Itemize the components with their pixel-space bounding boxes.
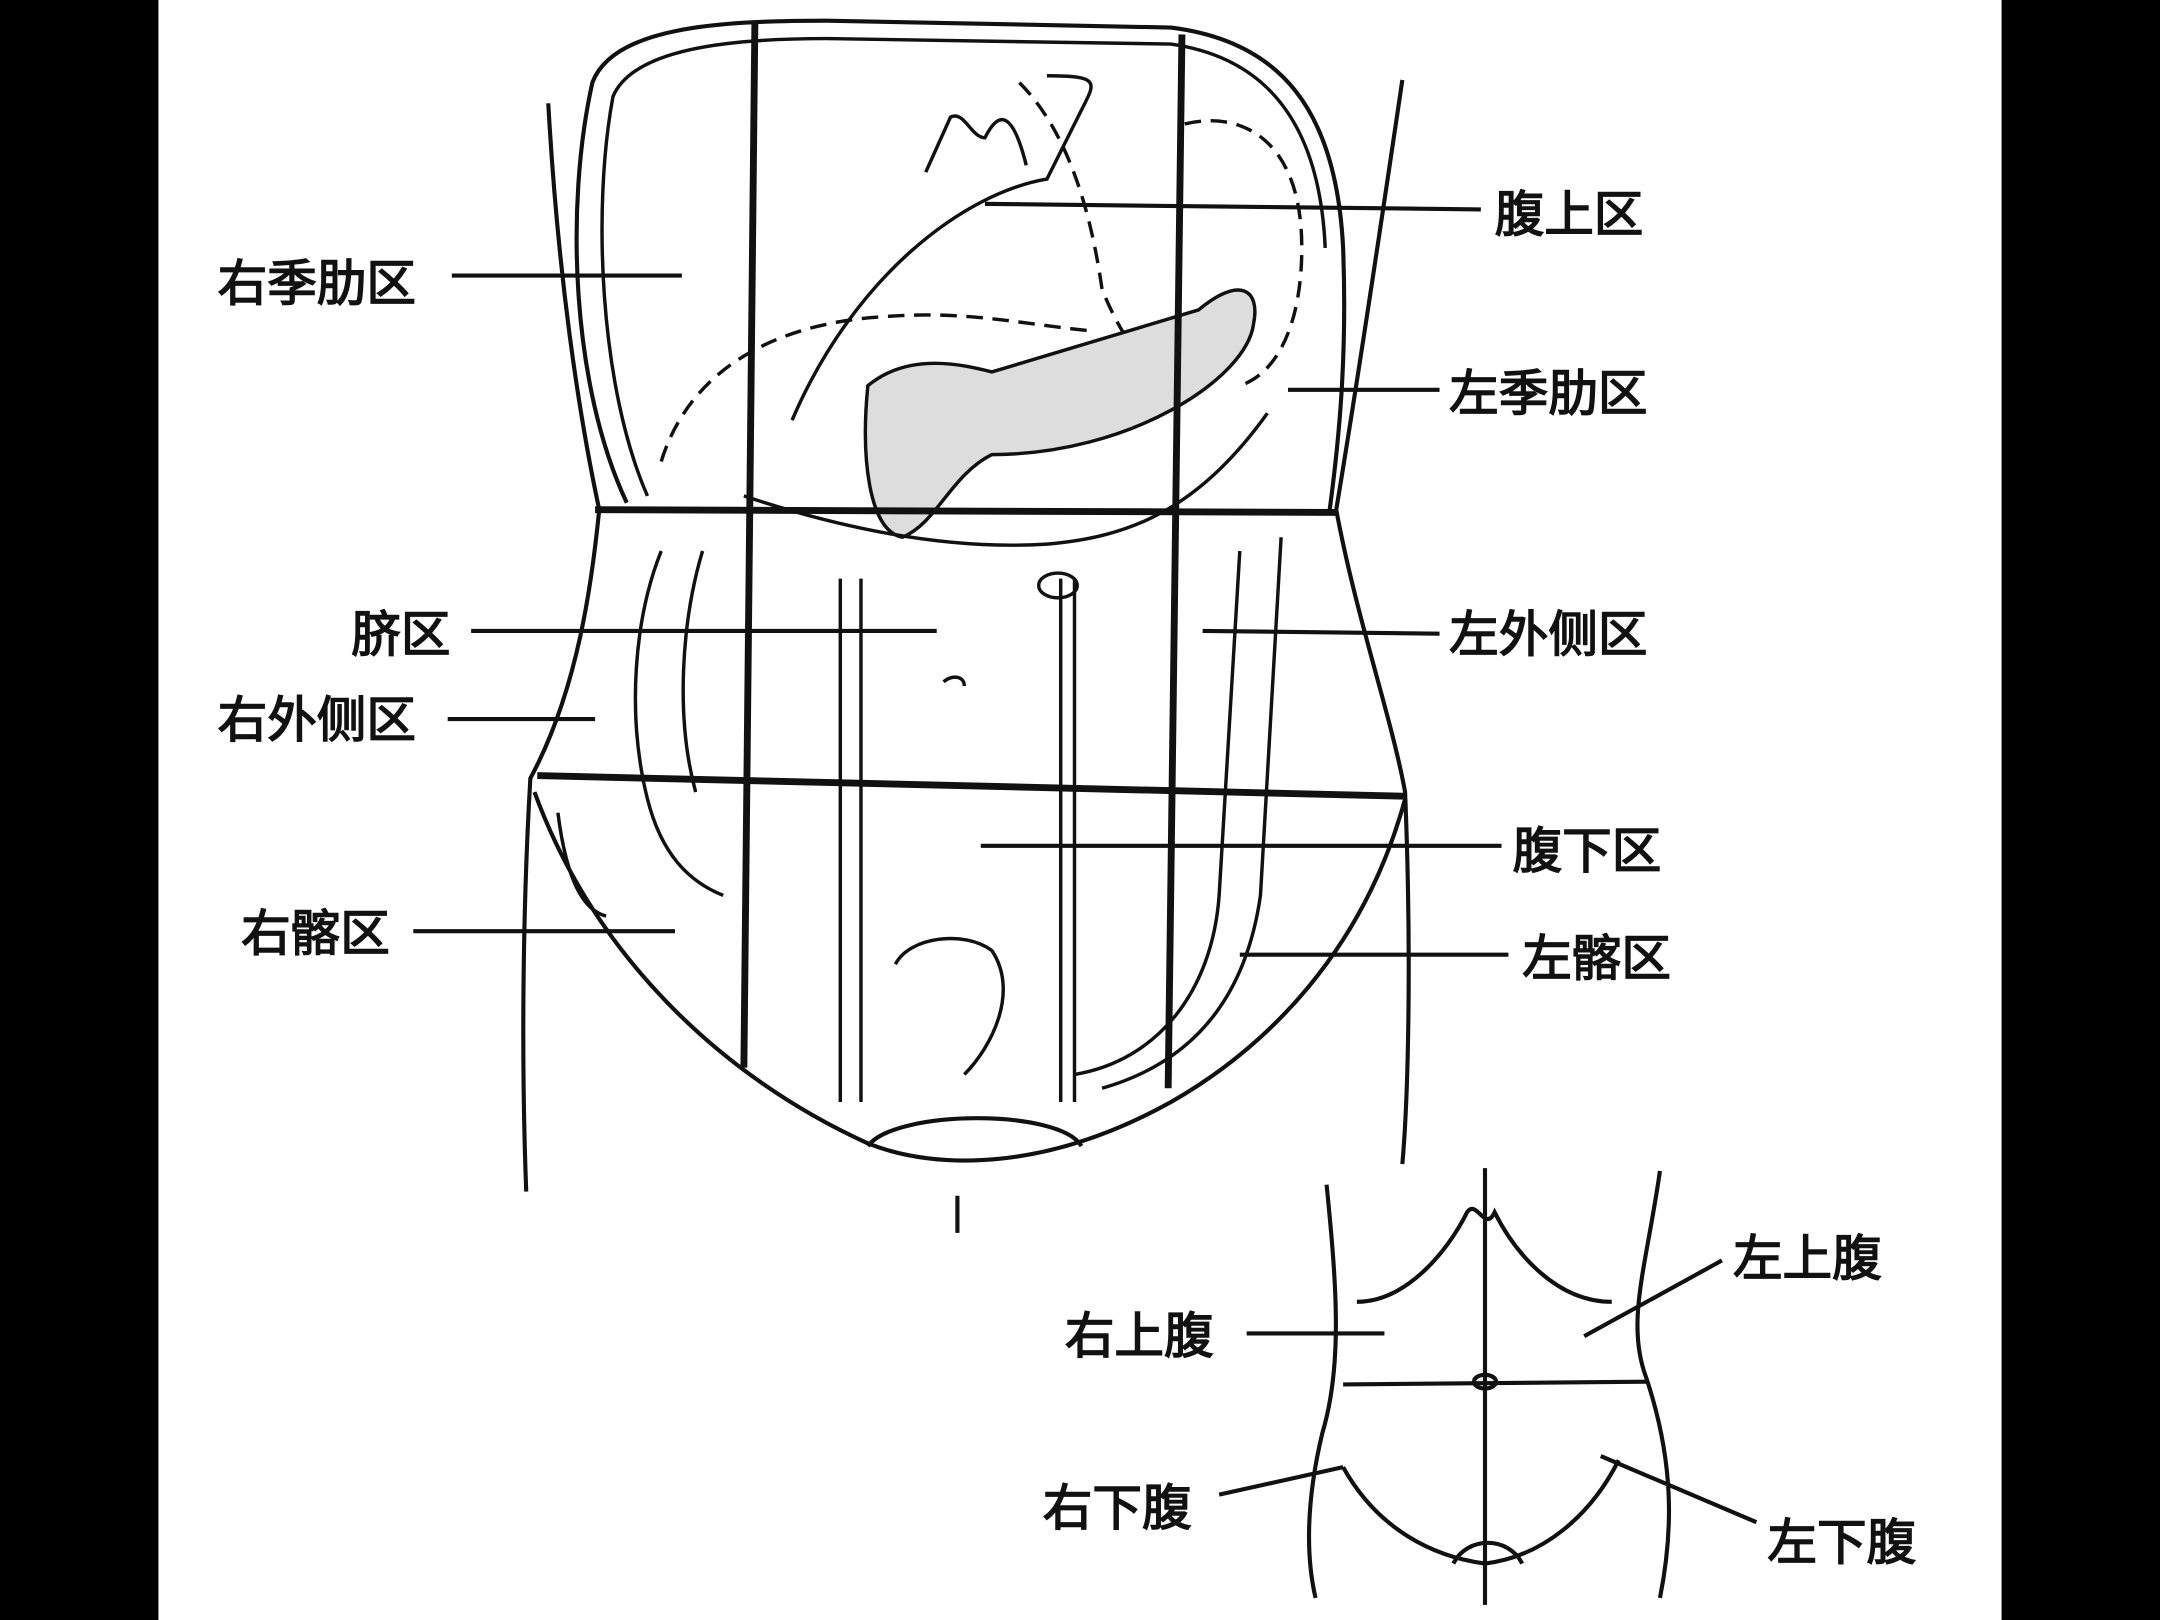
label-hypogastric: 腹下区 [1513,822,1662,880]
ribcage-outline [574,18,1347,513]
torso-right-edge [521,103,602,1192]
label-left-upper: 左上腹 [1733,1230,1882,1288]
label-epigastric: 腹上区 [1495,185,1644,243]
label-left-lumbar: 左外侧区 [1449,606,1647,664]
pelvis-outline [532,791,1408,1163]
right-vertical-line [740,20,759,1068]
label-left-iliac: 左髂区 [1522,929,1671,987]
descending-colon-inner [1101,537,1283,1090]
page-background [158,0,2002,1620]
ascending-colon-inner [681,550,705,793]
label-right-iliac: 右髂区 [241,905,390,963]
leader-lines [413,201,1509,957]
inset-torso-drawing [1306,1168,1672,1605]
inset-ribcage [1356,1207,1612,1304]
navel [942,675,967,687]
ribcage-inner [600,36,1327,497]
label-right-upper: 右上腹 [1065,1307,1214,1365]
aorta-right [838,578,863,1103]
stomach-dashed [1018,81,1200,383]
label-right-hypochondriac: 右季肋区 [218,254,416,312]
vessel-left [1058,578,1077,1103]
small-intestine [893,936,1005,1076]
spleen-dashed [1184,119,1304,388]
label-right-lumbar: 右外侧区 [218,691,416,749]
torso-left-edge [1334,79,1411,1165]
region-dividers [537,20,1406,1089]
label-right-lower: 右下腹 [1043,1479,1192,1537]
inset-bladder [1451,1540,1525,1565]
liver-lower-dashed [659,313,1089,462]
inset-navel [1471,1372,1499,1391]
pancreas-stippled [863,288,1257,540]
descending-colon [1074,550,1242,1077]
label-left-lower: 左下腹 [1767,1513,1916,1571]
vessel-ring [1036,571,1079,600]
inset-left-edge [1635,1170,1672,1599]
lower-horizontal-line [537,772,1406,800]
left-vertical-line [1164,34,1186,1089]
upper-horizontal-line [595,506,1337,516]
inset-pelvis [1341,1459,1621,1566]
inset-leader-lines [1218,1258,1758,1525]
stomach-top [924,114,1028,173]
label-left-hypochondriac: 左季肋区 [1449,365,1647,423]
cecum [556,812,607,918]
main-torso-drawing [521,18,1411,1233]
inset-right-edge [1306,1184,1338,1599]
transverse-colon [743,412,1269,547]
liver-edge [790,74,1093,421]
label-umbilical: 脐区 [351,606,450,664]
bladder [866,1116,1084,1148]
